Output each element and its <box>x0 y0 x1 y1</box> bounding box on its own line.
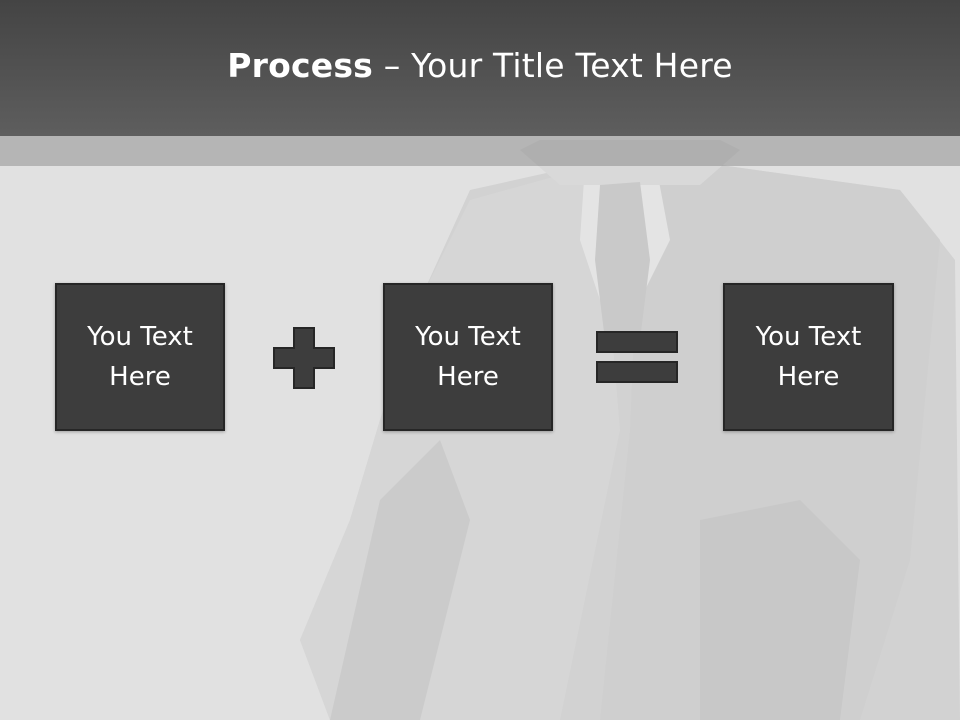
process-box-1-text: You Text Here <box>87 322 193 392</box>
header-stripe <box>0 136 960 166</box>
title-bold: Process <box>227 45 374 85</box>
process-box-1: You Text Here <box>55 283 225 431</box>
process-box-2: You Text Here <box>383 283 553 431</box>
plus-icon <box>273 327 335 389</box>
process-box-3-text: You Text Here <box>755 322 862 392</box>
title-bar: Process – Your Title Text Here <box>0 0 960 136</box>
slide-title: Process – Your Title Text Here <box>227 46 733 85</box>
process-box-3: You Text Here <box>723 283 894 431</box>
title-text: – Your Title Text Here <box>373 45 733 85</box>
process-box-2-text: You Text Here <box>415 322 521 392</box>
equals-icon <box>596 331 678 383</box>
